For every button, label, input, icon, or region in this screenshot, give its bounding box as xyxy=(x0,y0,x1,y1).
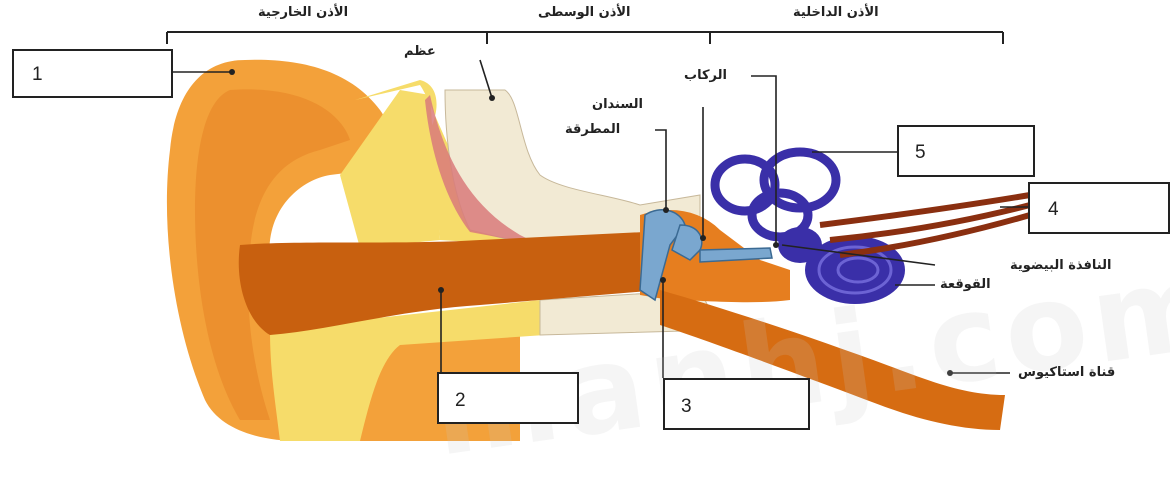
answer-box-4[interactable]: 4 xyxy=(1028,182,1170,234)
incus-label: السندان xyxy=(592,97,643,112)
inner-ear-header: الأذن الداخلية xyxy=(793,5,879,20)
ear-diagram: manhj.com الأذن الخارجية الأذن الوسطى ال… xyxy=(0,0,1170,441)
section-brackets xyxy=(167,32,1003,44)
bone-label: عظم xyxy=(404,44,436,59)
stapes-shape xyxy=(700,248,772,262)
outer-ear-header: الأذن الخارجية xyxy=(258,5,348,20)
stapes-label: الركاب xyxy=(684,68,727,83)
answer-box-3-number: 3 xyxy=(681,396,692,418)
malleus-label: المطرقة xyxy=(565,122,620,137)
answer-box-5[interactable]: 5 xyxy=(897,125,1035,177)
cochlea-label: القوقعة xyxy=(940,277,991,292)
answer-box-1-number: 1 xyxy=(32,64,43,86)
answer-box-4-number: 4 xyxy=(1048,199,1059,221)
answer-box-2-number: 2 xyxy=(455,390,466,412)
oval-window-label: النافذة البيضوية xyxy=(1010,258,1111,273)
answer-box-5-number: 5 xyxy=(915,142,926,164)
answer-box-2[interactable]: 2 xyxy=(437,372,579,424)
middle-ear-header: الأذن الوسطى xyxy=(538,5,631,20)
eustachian-tube-label: قناة استاكيوس xyxy=(1018,365,1115,380)
answer-box-3[interactable]: 3 xyxy=(663,378,810,430)
answer-box-1[interactable]: 1 xyxy=(12,49,173,98)
